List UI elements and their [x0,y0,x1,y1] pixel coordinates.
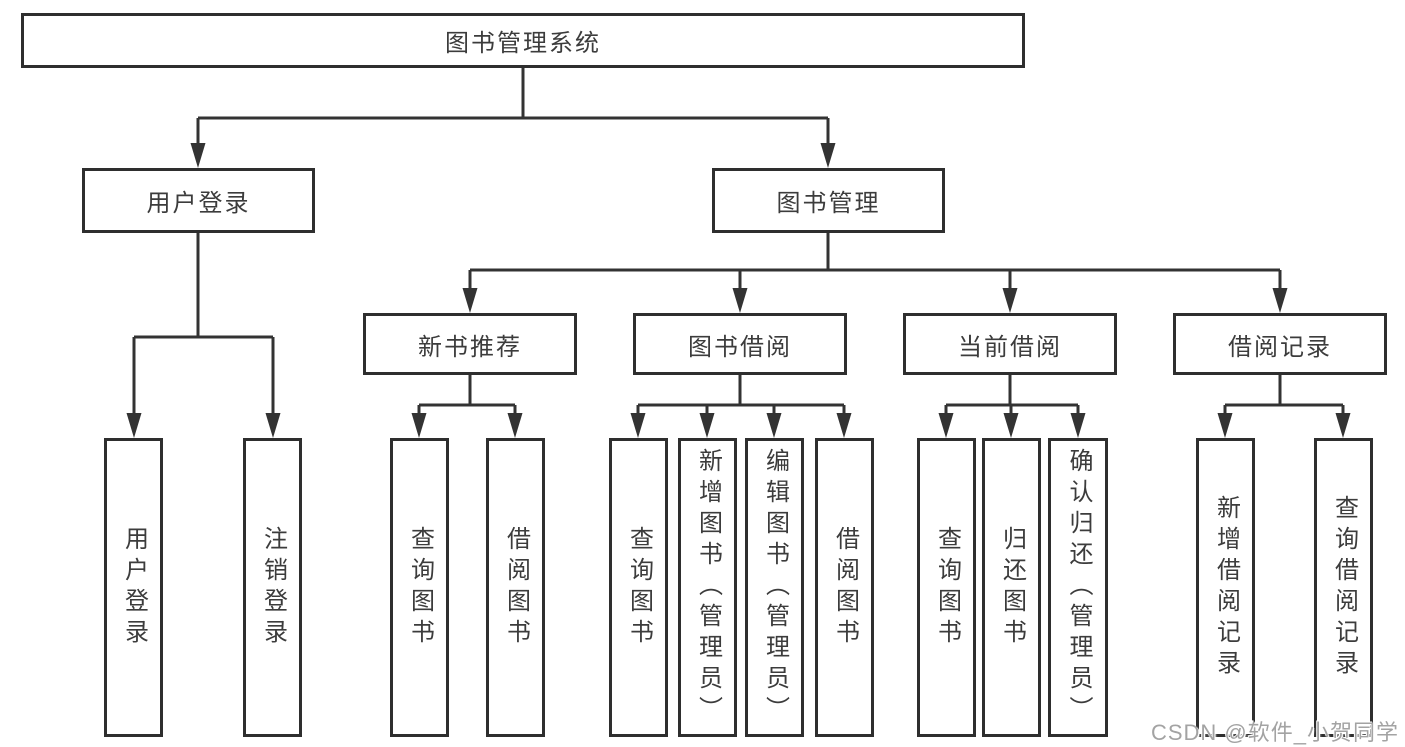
node-borrowing-records: 借阅记录 [1173,313,1387,375]
leaf-borrow-books-recommend: 借阅图书 [486,438,545,737]
leaf-user-login-label: 用户登录 [120,525,148,650]
node-book-management-label: 图书管理 [776,190,881,217]
node-current-borrowing-label: 当前借阅 [958,333,1062,361]
leaf-borrow-books: 借阅图书 [815,438,874,737]
csdn-watermark: CSDN @软件_小贺同学 [1150,720,1399,745]
leaf-query-books-current: 查询图书 [917,438,976,737]
leaf-logout-login-label: 注销登录 [259,525,287,650]
leaf-query-books-borrowing-label: 查询图书 [625,525,653,650]
node-new-book-recommendation-label: 新书推荐 [418,333,522,361]
leaf-query-books-current-label: 查询图书 [933,525,961,650]
node-book-borrowing: 图书借阅 [633,313,847,375]
leaf-return-books: 归还图书 [982,438,1041,737]
connector-userlogin-to-leaves [132,233,275,418]
connector-recommend-to-leaves [417,375,517,418]
arrowheads [126,143,1351,438]
leaf-borrow-books-recommend-label: 借阅图书 [502,525,530,650]
node-new-book-recommendation: 新书推荐 [363,313,577,375]
leaf-borrow-books-label: 借阅图书 [831,525,859,650]
leaf-add-books-admin-label: 新增图书（管理员） [694,448,722,727]
leaf-edit-books-admin: 编辑图书（管理员） [745,438,804,737]
node-user-login-label: 用户登录 [146,190,251,217]
node-borrowing-records-label: 借阅记录 [1228,333,1332,361]
connector-bookmgmt-to-level3 [468,233,1282,294]
leaf-logout-login: 注销登录 [243,438,302,737]
leaf-confirm-return-admin: 确认归还（管理员） [1048,438,1108,737]
node-library-management-system: 图书管理系统 [21,13,1025,68]
leaf-add-borrow-record-label: 新增借阅记录 [1212,494,1240,681]
leaf-add-books-admin: 新增图书（管理员） [678,438,737,737]
leaf-user-login: 用户登录 [104,438,163,737]
leaf-query-books-recommend: 查询图书 [390,438,449,737]
connector-records-to-leaves [1223,375,1345,418]
connector-borrowing-to-leaves [636,375,846,418]
leaf-query-borrow-record: 查询借阅记录 [1314,438,1373,737]
node-book-borrowing-label: 图书借阅 [688,333,792,361]
leaf-query-borrow-record-label: 查询借阅记录 [1330,494,1358,681]
leaf-add-borrow-record: 新增借阅记录 [1196,438,1255,737]
leaf-query-books-recommend-label: 查询图书 [406,525,434,650]
leaf-return-books-label: 归还图书 [998,525,1026,650]
connector-current-to-leaves [944,375,1080,418]
leaf-query-books-borrowing: 查询图书 [609,438,668,737]
node-library-management-system-label: 图书管理系统 [445,30,601,57]
node-user-login: 用户登录 [82,168,315,233]
leaf-edit-books-admin-label: 编辑图书（管理员） [761,448,789,727]
leaf-confirm-return-admin-label: 确认归还（管理员） [1065,448,1092,727]
node-current-borrowing: 当前借阅 [903,313,1117,375]
connector-root-to-level2 [196,68,830,150]
node-book-management: 图书管理 [712,168,945,233]
